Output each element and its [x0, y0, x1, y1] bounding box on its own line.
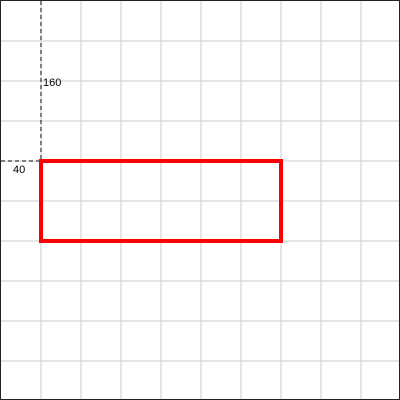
horizontal-guide-label: 40 [13, 164, 25, 176]
red-rectangle [39, 159, 283, 243]
vertical-guide-label: 160 [43, 77, 61, 89]
